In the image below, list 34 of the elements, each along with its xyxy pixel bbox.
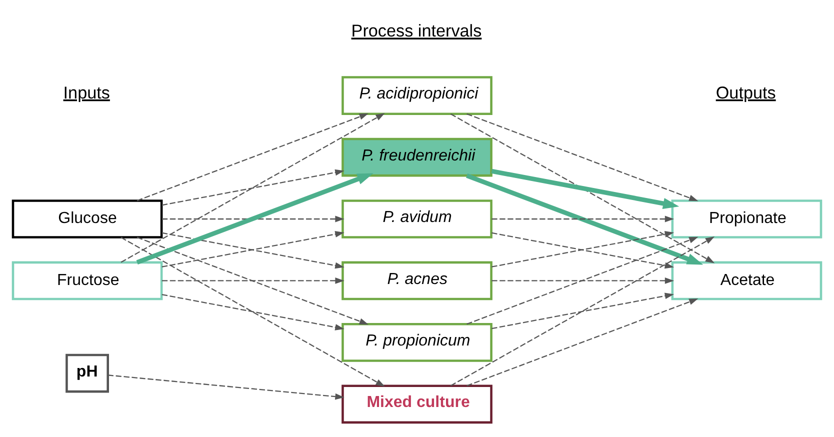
arrow [162,215,344,222]
arrow [136,172,374,264]
node-box: Mixed culture [342,384,492,424]
arrow [492,215,674,222]
arrow [162,277,344,284]
arrow [492,277,674,284]
node-box: Acetate [671,260,822,300]
node-box: pH [66,353,109,392]
arrow [162,294,344,330]
arrow [466,298,698,386]
arrow [120,112,385,262]
arrow [136,112,369,201]
node-box: Fructose [12,260,163,300]
arrow [450,113,715,263]
node-box: P. avidum [342,199,492,238]
node-box: P. propionicum [342,322,492,362]
arrow [466,112,698,201]
arrow [466,173,704,264]
node-box: P. acnes [342,260,492,300]
arrow [162,168,344,206]
arrow [450,236,715,386]
node-box: Glucose [12,199,163,238]
node-box: Propionate [671,199,822,238]
label: Inputs [63,82,110,102]
arrow [492,292,674,329]
node-box: P. acidipropionici [342,76,492,114]
arrow [136,236,369,324]
node-box: P. freudenreichii [342,137,492,176]
arrow [108,374,344,400]
arrow [491,168,680,209]
label: Process intervals [351,20,482,40]
arrow [466,236,698,324]
arrow [120,236,385,386]
label: Outputs [716,82,776,102]
